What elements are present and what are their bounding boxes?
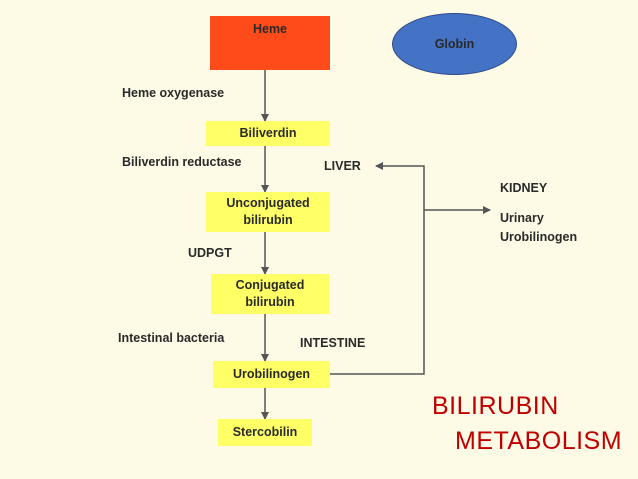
stercobilin-label: Stercobilin [232,425,298,440]
globin-node: Globin [392,13,517,75]
unconjugated-label-line2: bilirubin [243,213,293,227]
globin-label: Globin [434,36,475,51]
liver-label: LIVER [324,159,361,173]
intestinal-bacteria-label: Intestinal bacteria [118,331,225,345]
title-line2: METABOLISM [455,427,623,455]
udpgt-label: UDPGT [188,246,232,260]
heme-label: Heme [252,22,288,36]
urobilinogen-node: Urobilinogen [213,361,330,388]
conjugated-bilirubin-node: Conjugated bilirubin [211,274,329,314]
title-line1: BILIRUBIN [432,392,559,420]
heme-oxygenase-label: Heme oxygenase [122,86,225,100]
urinary-urobilinogen-label: Urobilinogen [500,230,578,244]
unconjugated-bilirubin-node: Unconjugated bilirubin [206,192,330,232]
biliverdin-label: Biliverdin [239,126,297,141]
unconjugated-label-line1: Unconjugated [226,196,310,211]
intestine-label: INTESTINE [300,336,366,350]
stercobilin-node: Stercobilin [218,419,312,446]
biliverdin-node: Biliverdin [206,121,330,146]
arrow-enterohepatic-return [330,162,425,375]
conjugated-label-line2: bilirubin [245,295,295,309]
heme-node: Heme [210,16,330,70]
urinary-label: Urinary [500,211,544,225]
conjugated-label-line1: Conjugated [235,278,305,293]
kidney-label: KIDNEY [500,181,548,195]
biliverdin-reductase-label: Biliverdin reductase [122,155,242,169]
urobilinogen-label: Urobilinogen [232,367,311,382]
